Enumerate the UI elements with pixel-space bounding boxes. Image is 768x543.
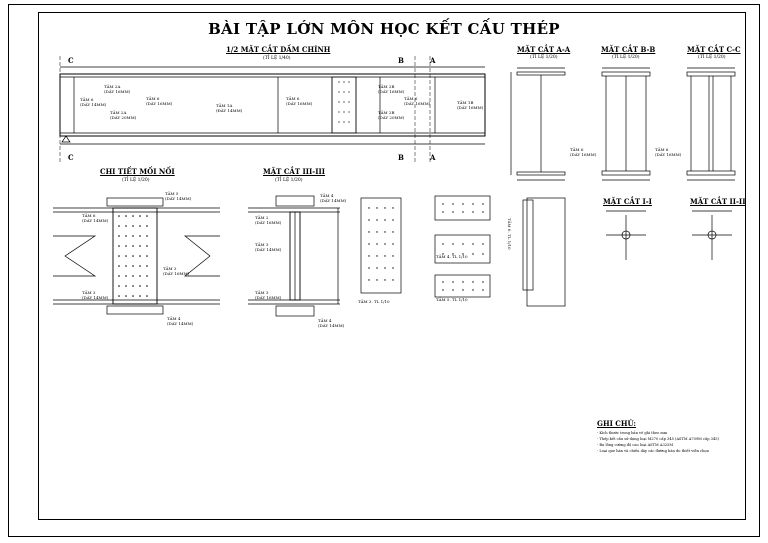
section-aa-drawing (510, 67, 566, 181)
section3-label: TẤM 3(DÀY 16MM) (255, 290, 282, 300)
section-aa-heading: MẶT CẮT A-A (517, 45, 571, 54)
section-bb-drawing (601, 67, 651, 181)
notes-line: - Thép kết cấu sử dụng loại M270 cấp 345… (597, 437, 719, 441)
marker-c-top: C (68, 56, 74, 65)
section-aa-scale: (TỈ LỆ 1/20) (530, 55, 558, 60)
marker-c-bottom: C (68, 153, 74, 162)
section3-drawing (248, 195, 340, 317)
section3-label: TẤM 4(DÀY 14MM) (320, 193, 347, 203)
beam-plate-label: TẤM 2B(DÀY 20MM) (378, 110, 405, 120)
marker-b-bottom: B (398, 153, 404, 162)
plate3-caption: TẤM 3. TL 1/10 (358, 299, 390, 304)
bb-plate-label: TẤM 6(DÀY 16MM) (570, 147, 597, 157)
cc-plate-label: TẤM 6(DÀY 16MM) (655, 147, 682, 157)
plate5-caption: TẤM 5. TL 1/10 (436, 297, 468, 302)
beam-plate-label: TẤM 6(DÀY 14MM) (80, 97, 107, 107)
section-cc-heading: MẶT CẮT C-C (687, 45, 741, 54)
section-cc-scale: (TỈ LỆ 1/20) (698, 55, 726, 60)
splice-heading: CHI TIẾT MỐI NỐI (100, 167, 175, 176)
sheet-outer-border (8, 4, 760, 537)
section3-heading: MẶT CẮT III-III (263, 167, 326, 176)
section-ii-heading: MẶT CẮT II-II (690, 197, 746, 206)
beam-plate-label: TẤM 6(DÀY 16MM) (404, 96, 431, 106)
plate6-caption: TẤM 6. TL 1/10 (507, 218, 512, 250)
splice-drawing (53, 197, 220, 315)
plate-details-drawing (360, 195, 566, 307)
beam-plate-label: TẤM 1B(DÀY 16MM) (457, 100, 484, 110)
notes-line: - Kích thước trong bản vẽ ghi theo mm (597, 431, 668, 435)
beam-plate-label: TẤM 2A(DÀY 16MM) (104, 84, 131, 94)
section-bb-heading: MẶT CẮT B-B (601, 45, 656, 54)
section-i-drawing (606, 210, 646, 260)
splice-label: TẤM 5(DÀY 14MM) (165, 191, 192, 201)
section3-label: TẤM 2(DÀY 16MM) (255, 215, 282, 225)
section3-scale: (TỈ LỆ 1/20) (275, 178, 303, 183)
plate4-caption: TẤM 4. TL 1/10 (436, 254, 468, 259)
section-i-heading: MẶT CẮT I-I (603, 197, 652, 206)
notes-heading: GHI CHÚ: (597, 419, 636, 428)
section-ii-drawing (692, 210, 732, 260)
main-beam-heading: 1/2 MẶT CẮT DẦM CHÍNH (226, 45, 331, 54)
beam-plate-label: TẤM 1A(ĐÀY 14MM) (216, 103, 243, 113)
splice-label: TẤM 4(DÀY 14MM) (167, 316, 194, 326)
splice-label: TẤM 3(DÀY 16MM) (163, 266, 190, 276)
main-beam-drawing (59, 56, 486, 162)
splice-label: TẤM 3(DÀY 14MM) (82, 290, 109, 300)
marker-a-top: A (430, 56, 436, 65)
marker-a-bottom: A (430, 153, 436, 162)
sheet-inner-border (38, 12, 746, 520)
drawing-title: BÀI TẬP LỚN MÔN HỌC KẾT CẤU THÉP (208, 20, 560, 38)
beam-plate-label: TẤM 2B(DÀY 16MM) (378, 84, 405, 94)
section-cc-drawing (686, 67, 736, 181)
marker-b-top: B (398, 56, 404, 65)
splice-label: TẤM 6(DÀY 14MM) (82, 213, 109, 223)
section3-label: TẤM 3(DÀY 14MM) (255, 242, 282, 252)
notes-line: - Loại que hàn và chiều dày các đường hà… (597, 449, 709, 453)
section-bb-scale: (TỈ LỆ 1/20) (612, 55, 640, 60)
notes-line: - Bu lông cường độ cao loại ASTM A325M (597, 443, 673, 447)
beam-plate-label: TẤM 6(DÀY 16MM) (286, 96, 313, 106)
notes-block: GHI CHÚ: - Kích thước trong bản vẽ ghi t… (597, 419, 725, 454)
section3-label: TẤM 4(DÀY 14MM) (318, 318, 345, 328)
beam-plate-label: TẤM 2A(DÀY 20MM) (110, 110, 137, 120)
main-beam-scale: (TỈ LỆ 1/40) (263, 56, 291, 61)
splice-scale: (TỈ LỆ 1/20) (122, 178, 150, 183)
beam-plate-label: TẤM 6(DÀY 16MM) (146, 96, 173, 106)
